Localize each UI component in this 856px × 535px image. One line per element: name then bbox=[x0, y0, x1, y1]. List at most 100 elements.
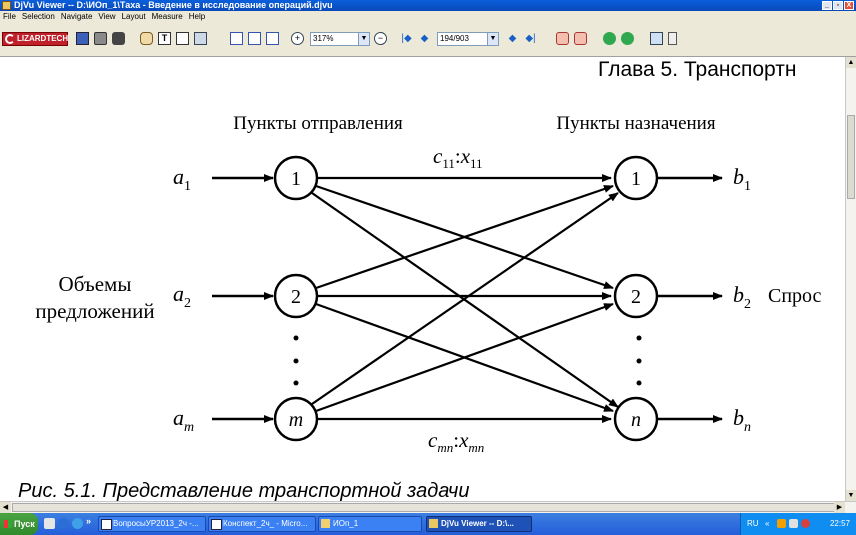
minimize-button[interactable]: _ bbox=[822, 1, 832, 10]
source-node-2 bbox=[273, 273, 319, 319]
rotate-right-icon[interactable] bbox=[621, 32, 634, 45]
close-button[interactable]: X bbox=[844, 1, 854, 10]
quicklaunch-more[interactable]: » bbox=[86, 516, 92, 526]
djvu-app-icon[interactable] bbox=[2, 1, 11, 10]
document-viewport[interactable]: Глава 5. Транспортн Пункты отправления П… bbox=[0, 57, 845, 501]
menu-navigate[interactable]: Navigate bbox=[60, 12, 93, 21]
demand-label: Спрос bbox=[768, 285, 822, 307]
zoom-combo[interactable]: 317% ▼ bbox=[310, 32, 370, 46]
task-button-djvu[interactable]: DjVu Viewer -- D:\... bbox=[426, 516, 532, 532]
menu-help[interactable]: Help bbox=[188, 12, 206, 21]
menu-bar: File Selection Navigate View Layout Measure He… bbox=[0, 11, 856, 23]
scroll-down-arrow-icon[interactable]: ▼ bbox=[846, 490, 856, 501]
menu-measure[interactable]: Measure bbox=[151, 12, 183, 21]
task-button-folder[interactable]: ИОп_1 bbox=[318, 516, 422, 532]
print-icon[interactable] bbox=[94, 32, 107, 45]
destinations-heading: Пункты назначения bbox=[556, 113, 715, 134]
destination-node-2 bbox=[613, 273, 659, 319]
tray-network-icon[interactable] bbox=[777, 519, 786, 528]
destination-node-2-label: 2 bbox=[631, 286, 641, 308]
source-node-m bbox=[273, 396, 319, 442]
scroll-up-arrow-icon[interactable]: ▲ bbox=[846, 57, 856, 68]
save-icon[interactable] bbox=[76, 32, 89, 45]
chevron-down-icon[interactable]: ▼ bbox=[358, 33, 369, 45]
system-tray: RU « 22:57 bbox=[740, 513, 856, 535]
vertical-scroll-thumb[interactable] bbox=[847, 115, 855, 199]
tray-volume-icon[interactable] bbox=[789, 519, 798, 528]
menu-selection[interactable]: Selection bbox=[21, 12, 55, 21]
snapshot-icon[interactable] bbox=[194, 32, 207, 45]
source-node-1 bbox=[273, 155, 319, 201]
rotate-left-icon[interactable] bbox=[603, 32, 616, 45]
tray-expand[interactable]: « bbox=[765, 519, 770, 528]
djvu-app-icon bbox=[429, 519, 438, 528]
chapter-header: Глава 5. Транспортн bbox=[598, 58, 797, 81]
word-doc-icon bbox=[211, 519, 222, 530]
find-icon[interactable] bbox=[112, 32, 125, 45]
zoom-value: 317% bbox=[313, 34, 334, 43]
supply-am-label: am bbox=[173, 405, 194, 435]
show-desktop-icon[interactable] bbox=[44, 518, 55, 529]
thumbnails-icon[interactable] bbox=[650, 32, 663, 45]
clock: 22:57 bbox=[829, 519, 850, 528]
windows-logo-icon bbox=[4, 520, 12, 528]
source-node-m-label: m bbox=[289, 409, 303, 431]
browser-icon[interactable] bbox=[58, 518, 69, 529]
single-page-icon[interactable] bbox=[230, 32, 243, 45]
window-title: DjVu Viewer -- D:\ИОп_1\Таха - Введение … bbox=[14, 0, 333, 10]
last-page-icon[interactable]: ◆| bbox=[525, 33, 536, 44]
source-node-2-label: 2 bbox=[291, 286, 301, 308]
continuous-page-icon[interactable] bbox=[248, 32, 261, 45]
bottom-edge-label: cmn:xmn bbox=[428, 428, 484, 455]
edge-m-2 bbox=[315, 302, 614, 413]
vertical-scrollbar[interactable]: ▲ ▼ bbox=[845, 57, 856, 501]
menu-file[interactable]: File bbox=[3, 12, 16, 21]
maximize-button[interactable]: ▫ bbox=[833, 1, 843, 10]
lizardtech-logo[interactable]: LIZARDTECH bbox=[2, 32, 68, 46]
title-bar: DjVu Viewer -- D:\ИОп_1\Таха - Введение … bbox=[0, 0, 856, 11]
hand-tool-icon[interactable] bbox=[140, 32, 153, 45]
chevron-down-icon[interactable]: ▼ bbox=[487, 33, 498, 45]
edge-m-1 bbox=[311, 192, 619, 405]
taskbar: Пуск » ВопросыУР2013_2ч -... Конспект_2ч… bbox=[0, 513, 856, 535]
edge-1-n bbox=[311, 192, 619, 408]
source-ellipsis bbox=[293, 335, 299, 386]
task-button-voprosy[interactable]: ВопросыУР2013_2ч -... bbox=[98, 516, 206, 532]
sources-heading: Пункты отправления bbox=[233, 113, 403, 134]
source-node-1-label: 1 bbox=[291, 168, 301, 190]
zoom-in-icon[interactable]: + bbox=[291, 32, 304, 45]
lizardtech-swirl-icon bbox=[5, 34, 15, 44]
zoom-out-icon[interactable]: − bbox=[374, 32, 387, 45]
ie-icon[interactable] bbox=[72, 518, 83, 529]
supply-a1-label: a1 bbox=[173, 164, 191, 194]
destination-ellipsis bbox=[636, 335, 642, 386]
previous-page-icon[interactable]: ◆ bbox=[420, 33, 429, 44]
scroll-left-arrow-icon[interactable]: ◀ bbox=[0, 502, 11, 513]
supply-label-line1: Объемы bbox=[59, 272, 132, 296]
info-icon[interactable] bbox=[668, 32, 677, 45]
demand-b1-label: b1 bbox=[733, 164, 751, 194]
language-indicator[interactable]: RU bbox=[747, 519, 759, 528]
menu-layout[interactable]: Layout bbox=[121, 12, 146, 21]
back-icon[interactable] bbox=[556, 32, 569, 45]
scroll-right-arrow-icon[interactable]: ▶ bbox=[834, 502, 845, 513]
horizontal-scrollbar[interactable]: ◀ ▶ bbox=[0, 501, 856, 513]
destination-node-1 bbox=[613, 155, 659, 201]
toolbar: LIZARDTECH T + 317% ▼ − |◆ ◆ 194/903▼ ◆ ◆… bbox=[0, 23, 856, 57]
text-select-icon[interactable]: T bbox=[158, 32, 171, 45]
next-page-icon[interactable]: ◆ bbox=[508, 33, 517, 44]
horizontal-scroll-thumb[interactable] bbox=[12, 503, 838, 512]
task-button-konspekt[interactable]: Конспект_2ч_ - Micro... bbox=[208, 516, 316, 532]
page-combo[interactable]: 194/903▼ bbox=[437, 32, 499, 46]
fit-page-icon[interactable] bbox=[266, 32, 279, 45]
first-page-icon[interactable]: |◆ bbox=[401, 33, 412, 44]
menu-view[interactable]: View bbox=[98, 12, 116, 21]
tray-antivirus-icon[interactable] bbox=[801, 519, 810, 528]
start-label: Пуск bbox=[14, 519, 35, 529]
destination-node-n bbox=[613, 396, 659, 442]
start-button[interactable]: Пуск bbox=[0, 513, 38, 535]
forward-icon[interactable] bbox=[574, 32, 587, 45]
transport-diagram: Глава 5. Транспортн Пункты отправления П… bbox=[18, 58, 822, 501]
zoom-rect-icon[interactable] bbox=[176, 32, 189, 45]
logo-text: LIZARDTECH bbox=[17, 34, 69, 43]
